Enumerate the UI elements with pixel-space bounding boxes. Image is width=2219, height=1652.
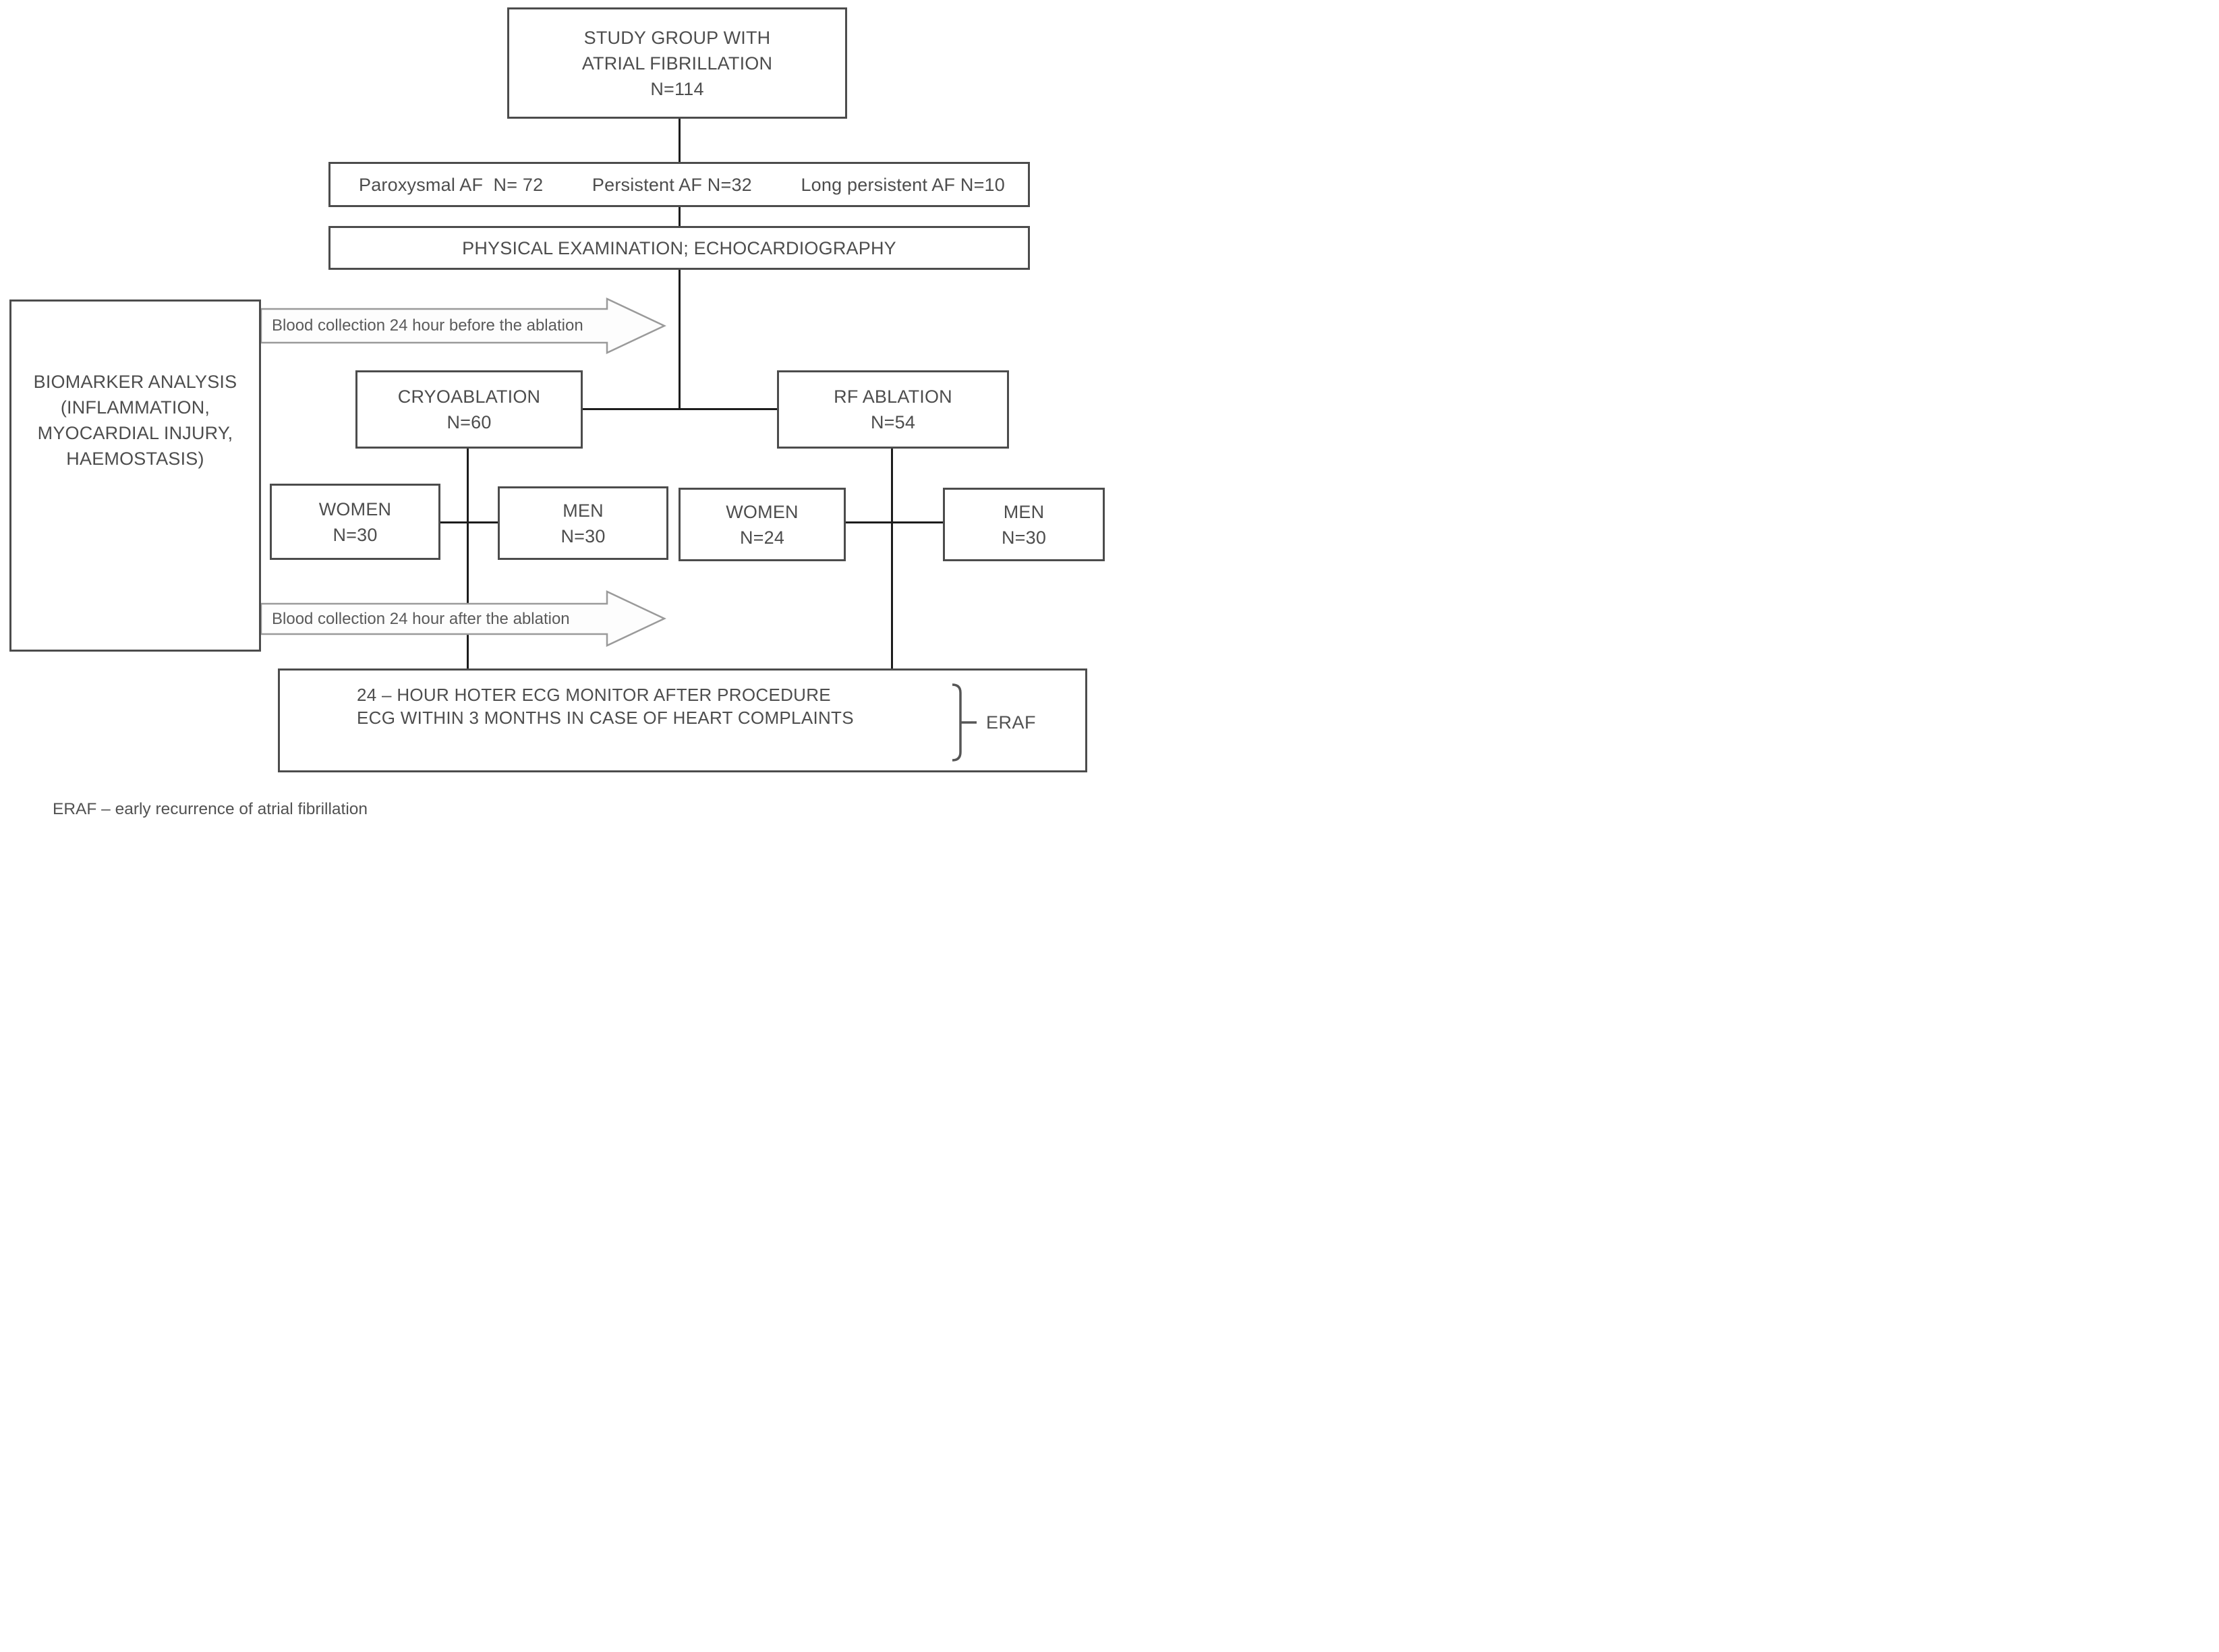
- connector-exam-to-split: [679, 268, 681, 410]
- connector-aftypes-to-exam: [679, 205, 681, 227]
- biomarker-line1: BIOMARKER ANALYSIS: [33, 372, 237, 392]
- rf-women-box: WOMEN N=24: [679, 488, 846, 561]
- cryoablation-label: CRYOABLATION: [397, 387, 541, 407]
- biomarker-line2: (INFLAMMATION,: [60, 397, 210, 418]
- blood-before-arrow-label: Blood collection 24 hour before the abla…: [272, 316, 583, 335]
- physical-exam-box: PHYSICAL EXAMINATION; ECHOCARDIOGRAPHY: [328, 226, 1030, 270]
- study-group-box: STUDY GROUP WITH ATRIAL FIBRILLATION N=1…: [507, 7, 847, 119]
- rf-ablation-label: RF ABLATION: [834, 387, 952, 407]
- cryoablation-box: CRYOABLATION N=60: [355, 370, 583, 449]
- cryo-women-count: N=30: [333, 524, 378, 545]
- study-flow-diagram: Blood collection 24 hour before the abla…: [0, 0, 1110, 826]
- af-type-persistent: Persistent AF N=32: [592, 174, 752, 195]
- study-group-count: N=114: [650, 78, 704, 99]
- eraf-label: ERAF: [986, 712, 1037, 733]
- ecg-monitor-line2: ECG WITHIN 3 MONTHS IN CASE OF HEART COM…: [357, 708, 854, 728]
- physical-exam-label: PHYSICAL EXAMINATION; ECHOCARDIOGRAPHY: [462, 237, 896, 258]
- study-group-line2: ATRIAL FIBRILLATION: [581, 53, 773, 74]
- connector-rf-branch: [891, 447, 893, 671]
- af-type-long-persistent: Long persistent AF N=10: [801, 174, 1005, 195]
- cryo-men-box: MEN N=30: [498, 486, 668, 560]
- cryoablation-count: N=60: [446, 412, 492, 432]
- cryo-men-count: N=30: [560, 525, 606, 546]
- study-group-line1: STUDY GROUP WITH: [583, 27, 771, 48]
- cryo-women-label: WOMEN: [318, 499, 392, 519]
- rf-ablation-box: RF ABLATION N=54: [777, 370, 1009, 449]
- biomarker-line3: MYOCARDIAL INJURY,: [37, 423, 233, 443]
- connector-cryo-women-men: [438, 521, 500, 523]
- rf-men-count: N=30: [1001, 527, 1047, 548]
- connector-cryo-branch: [467, 447, 469, 671]
- biomarker-box: BIOMARKER ANALYSIS (INFLAMMATION, MYOCAR…: [9, 300, 261, 652]
- rf-women-label: WOMEN: [726, 501, 799, 522]
- rf-ablation-count: N=54: [870, 412, 916, 432]
- connector-cryo-rf-horizontal: [582, 408, 778, 410]
- cryo-women-box: WOMEN N=30: [270, 484, 440, 560]
- rf-men-box: MEN N=30: [943, 488, 1105, 561]
- footnote: ERAF – early recurrence of atrial fibril…: [53, 800, 368, 818]
- connector-top-to-aftypes: [679, 117, 681, 163]
- biomarker-line4: HAEMOSTASIS): [66, 449, 204, 469]
- af-types-box: Paroxysmal AF N= 72 Persistent AF N=32 L…: [328, 162, 1030, 207]
- cryo-men-label: MEN: [563, 500, 604, 521]
- rf-men-label: MEN: [1003, 501, 1045, 522]
- connector-rf-women-men: [844, 521, 945, 523]
- blood-after-arrow-icon: [261, 590, 666, 647]
- af-type-paroxysmal: Paroxysmal AF N= 72: [359, 174, 544, 195]
- blood-after-arrow-label: Blood collection 24 hour after the ablat…: [272, 610, 570, 628]
- ecg-monitor-line1: 24 – HOUR HOTER ECG MONITOR AFTER PROCED…: [357, 685, 831, 705]
- eraf-bracket-icon: [952, 683, 977, 762]
- rf-women-count: N=24: [739, 527, 785, 548]
- blood-before-arrow-icon: [261, 297, 666, 354]
